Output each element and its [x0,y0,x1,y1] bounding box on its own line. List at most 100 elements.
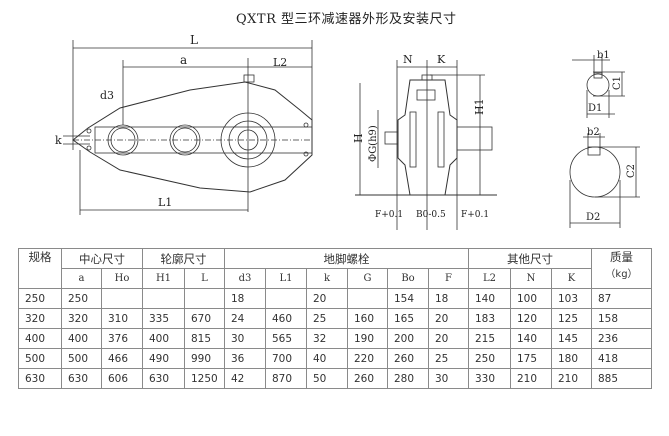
table-cell: 20 [306,288,348,309]
dim-L2: L2 [273,56,287,69]
header-spec: 规格 [18,248,62,289]
table-cell: 87 [591,288,652,309]
column-header-L1: L1 [265,268,307,289]
table-cell [347,288,388,309]
column-header-K: K [551,268,592,289]
column-header-L2: L2 [468,268,511,289]
column-header-N: N [510,268,552,289]
table-cell: 103 [551,288,592,309]
table-cell: 50 [306,368,348,389]
table-cell: 376 [101,328,143,349]
table-cell: 990 [184,348,225,369]
column-header-Ho: Ho [101,268,143,289]
table-cell: 815 [184,328,225,349]
table-cell: 140 [468,288,511,309]
table-cell: 160 [347,308,388,329]
table-cell: 158 [591,308,652,329]
dim-C2: C2 [626,164,637,178]
table-cell: 18 [428,288,469,309]
table-cell: 565 [265,328,307,349]
table-cell: 154 [387,288,429,309]
header-anchor-bolt: 地脚螺栓 [224,248,469,269]
table-cell: 220 [347,348,388,369]
table-cell: 24 [224,308,266,329]
table-cell: 145 [551,328,592,349]
table-cell: 260 [347,368,388,389]
table-cell: 500 [18,348,62,369]
column-header-F: F [428,268,469,289]
table-cell: 42 [224,368,266,389]
table-cell: 630 [142,368,185,389]
column-header-k: k [306,268,348,289]
header-center: 中心尺寸 [61,248,143,269]
dim-B0: B0-0.5 [416,210,446,220]
mass-label: 质量 [610,250,633,264]
dim-b2: b2 [587,127,600,138]
table-cell: 460 [265,308,307,329]
table-cell: 190 [347,328,388,349]
table-cell: 165 [387,308,429,329]
table-cell: 36 [224,348,266,369]
table-cell: 20 [428,308,469,329]
dim-N: N [403,53,413,66]
column-header-Bo: Bo [387,268,429,289]
dim-L1: L1 [158,196,172,209]
table-cell: 215 [468,328,511,349]
table-cell: 320 [61,308,102,329]
table-cell [142,288,185,309]
table-cell: 125 [551,308,592,329]
column-header-L: L [184,268,225,289]
dim-H1: H1 [473,98,486,115]
table-cell: 630 [18,368,62,389]
table-cell: 700 [265,348,307,369]
table-cell: 32 [306,328,348,349]
table-cell: 210 [551,368,592,389]
table-cell: 335 [142,308,185,329]
dim-D2: D2 [586,212,600,223]
table-cell: 25 [428,348,469,369]
table-cell [265,288,307,309]
table-cell: 210 [510,368,552,389]
table-cell: 310 [101,308,143,329]
table-cell: 418 [591,348,652,369]
dim-G: ΦG(h9) [368,125,379,162]
dim-d3: d3 [100,89,114,102]
header-other: 其他尺寸 [468,248,592,269]
table-cell: 400 [18,328,62,349]
table-cell: 606 [101,368,143,389]
table-cell: 175 [510,348,552,369]
table-cell: 885 [591,368,652,389]
table-cell [101,288,143,309]
table-cell: 250 [18,288,62,309]
table-cell: 40 [306,348,348,369]
dim-H: H [352,133,365,143]
table-cell: 260 [387,348,429,369]
header-outline: 轮廓尺寸 [142,248,225,269]
table-cell: 18 [224,288,266,309]
table-cell: 466 [101,348,143,369]
header-mass: 质量 （kg） [591,248,652,289]
table-cell: 180 [551,348,592,369]
column-header-G: G [347,268,388,289]
page-title: QXTR 型三环减速器外形及安装尺寸 [236,12,457,27]
column-header-H1: H1 [142,268,185,289]
table-cell [184,288,225,309]
column-header-d3: d3 [224,268,266,289]
table-cell: 320 [18,308,62,329]
mass-unit: （kg） [605,269,638,280]
front-view: N K H ΦG(h9) H1 F+0.1 B0-0.5 F+0.1 [352,53,497,230]
dim-D1: D1 [588,103,602,114]
table-cell: 400 [61,328,102,349]
table-cell: 25 [306,308,348,329]
table-cell: 1250 [184,368,225,389]
table-cell: 30 [428,368,469,389]
table-cell: 20 [428,328,469,349]
dim-k: k [55,134,62,147]
table-group-header-row: 规格 中心尺寸 轮廓尺寸 地脚螺栓 其他尺寸 质量 （kg） [18,248,652,289]
